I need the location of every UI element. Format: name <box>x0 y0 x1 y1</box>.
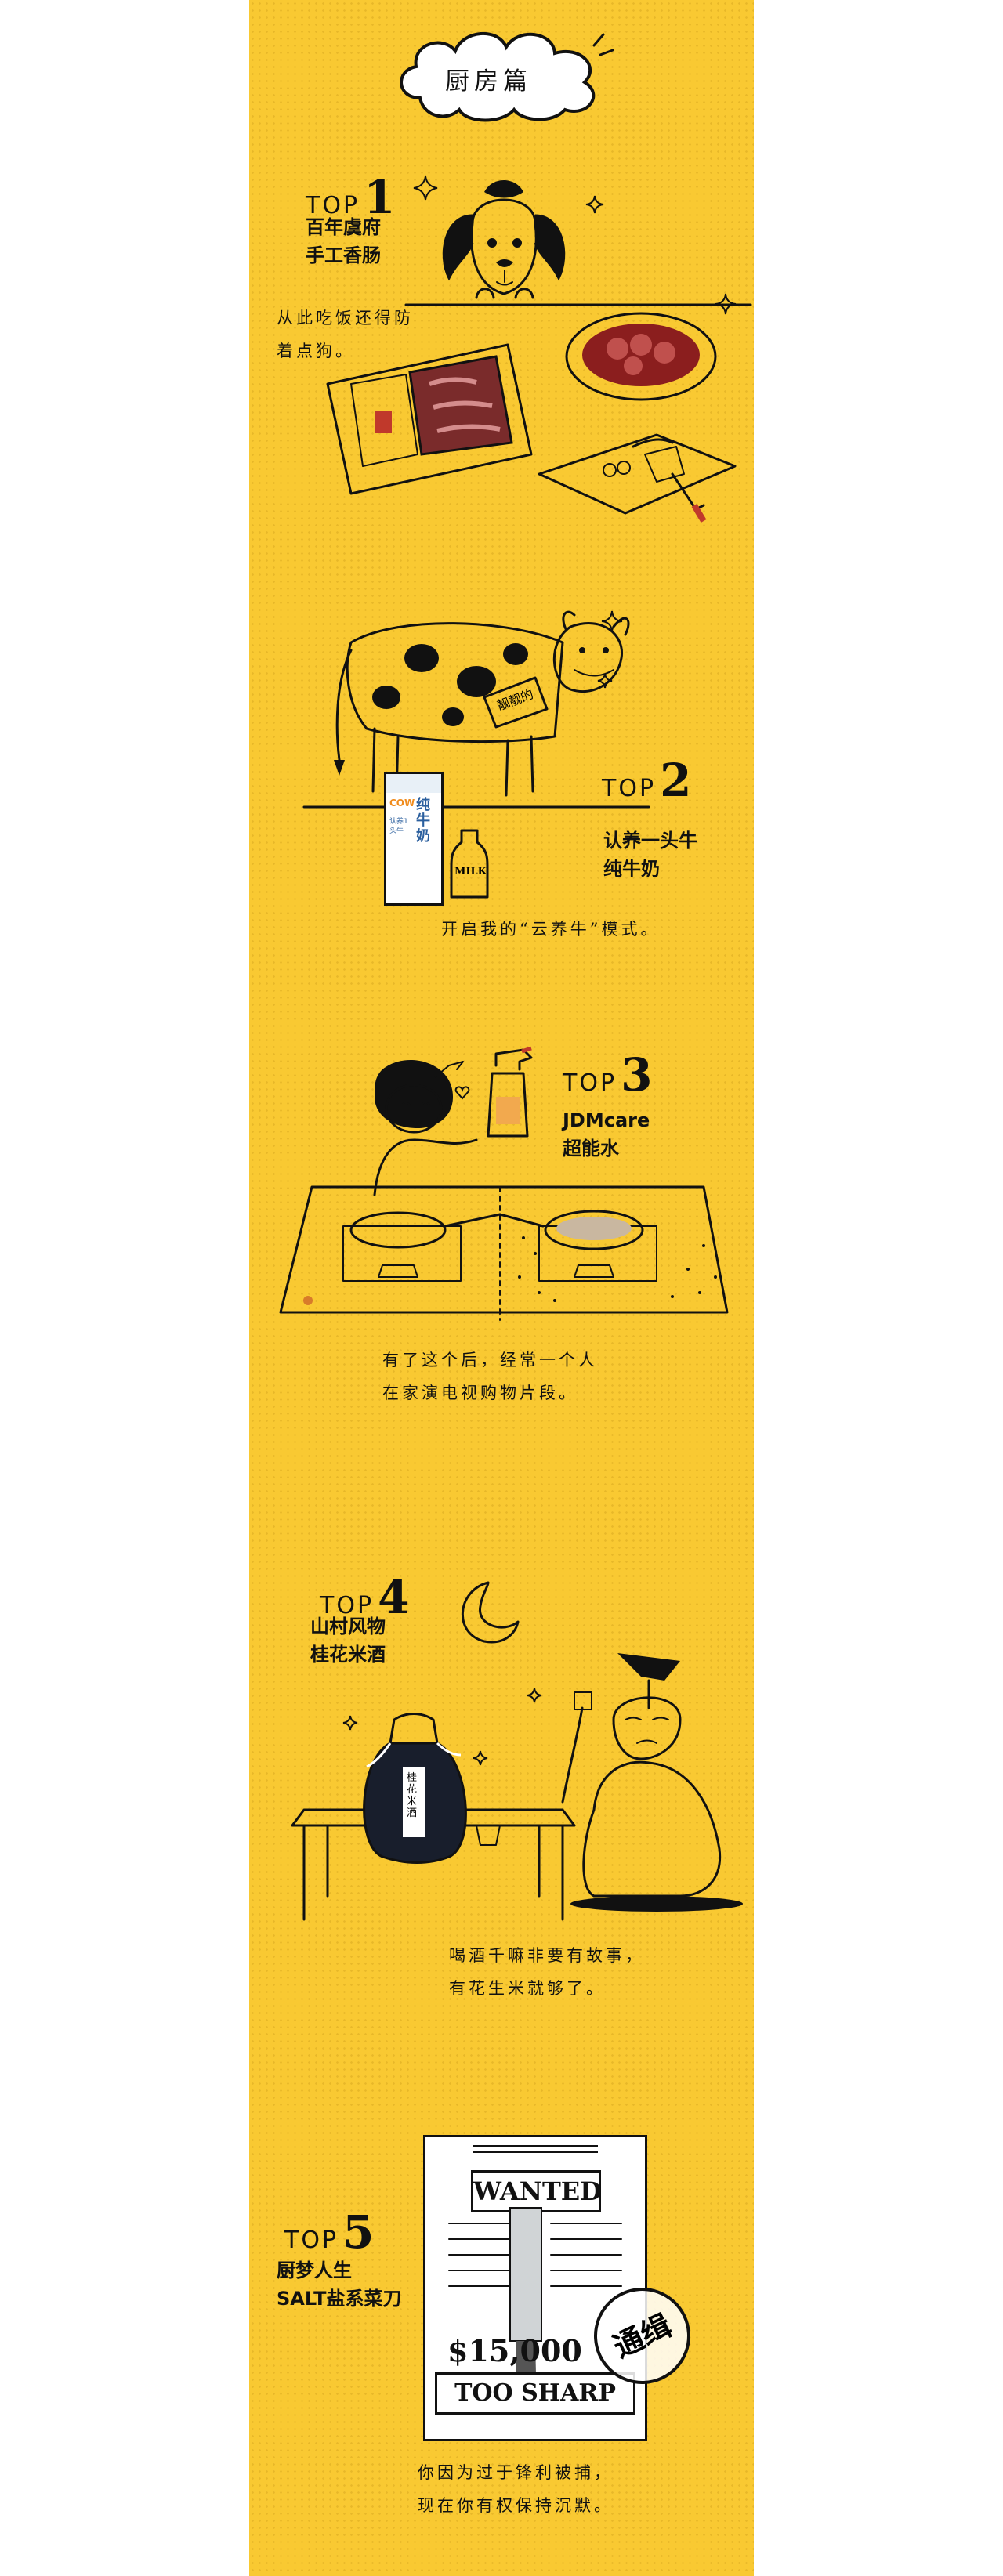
top-label: TOP <box>563 1069 617 1097</box>
product-name-line2: 手工香肠 <box>306 244 381 266</box>
caption-line2: 在家演电视购物片段。 <box>382 1384 578 1402</box>
item-3-name: JDMcare 超能水 <box>563 1106 650 1163</box>
top-number: 4 <box>378 1571 410 1624</box>
stove-illustration <box>279 1185 729 1321</box>
item-2-heading: TOP 2 <box>602 754 691 807</box>
sparkle-icon <box>527 1688 542 1703</box>
item-2-caption: 开启我的“云养牛”模式。 <box>441 913 660 946</box>
sausage-plate-illustration <box>565 312 717 401</box>
sparkle-icon <box>342 1715 358 1731</box>
sparkle-icon <box>597 673 613 689</box>
product-name-line1: 百年虞府 <box>306 216 381 238</box>
sparkle-icon <box>585 195 604 214</box>
item-5-caption: 你因为过于锋利被捕， 现在你有权保持沉默。 <box>418 2456 614 2522</box>
item-3-caption: 有了这个后，经常一个人 在家演电视购物片段。 <box>382 1344 598 1409</box>
item-2-name: 认养一头牛 纯牛奶 <box>603 827 697 883</box>
wanted-poster: WANTED $15,000 TOO SHARP <box>423 2135 647 2441</box>
caption-line1: 你因为过于锋利被捕， <box>418 2463 614 2482</box>
heart-icon <box>454 1086 470 1100</box>
moon-icon <box>462 1581 520 1644</box>
milk-box-text: 纯牛奶 <box>416 797 430 845</box>
cloud-shape <box>400 31 614 122</box>
wine-jar-label: 桂花米酒 <box>407 1772 418 1819</box>
top-number: 1 <box>364 171 396 224</box>
caption-line2: 着点狗。 <box>277 342 355 360</box>
sparkle-icon <box>601 610 623 632</box>
dirt-specks <box>518 1236 717 1302</box>
counter-line <box>404 303 752 306</box>
wanted-title: WANTED <box>473 2176 602 2206</box>
milk-box-brand: COW <box>389 798 415 809</box>
milk-bottle-label: MILK <box>454 866 487 877</box>
top-label: TOP <box>320 1592 375 1619</box>
top-label: TOP <box>306 192 360 219</box>
caption-line1: 有了这个后，经常一个人 <box>382 1351 598 1369</box>
item-1-heading: TOP 1 <box>306 171 395 224</box>
item-4-name: 山村风物 桂花米酒 <box>310 1612 386 1669</box>
hand-icon <box>434 1061 464 1078</box>
top-label: TOP <box>284 2227 339 2254</box>
caption-line2: 现在你有权保持沉默。 <box>418 2496 614 2515</box>
cow-illustration <box>302 610 650 809</box>
sparkle-icon <box>413 175 438 201</box>
man-illustration <box>561 1653 743 1912</box>
item-1-name: 百年虞府 手工香肠 <box>306 213 381 270</box>
caption-line1: 从此吃饭还得防 <box>277 309 414 327</box>
yellow-content-strip: 厨房篇 TOP 1 百年虞府 手工香肠 从此吃饭还得防 着点狗。 <box>249 0 754 2576</box>
cow-sign <box>483 676 549 729</box>
cup-icon <box>476 1825 501 1846</box>
wanted-price: $15,000 <box>447 2333 582 2368</box>
top-number: 3 <box>621 1048 653 1102</box>
product-name-line2: 桂花米酒 <box>310 1644 386 1666</box>
milk-box-sub: 认养1头牛 <box>389 818 408 835</box>
product-name-line2: 超能水 <box>563 1138 619 1160</box>
product-name-line2: SALT盐系菜刀 <box>277 2288 402 2310</box>
table-illustration <box>291 1808 576 1921</box>
milk-box: COW 纯牛奶 认养1头牛 <box>384 772 444 906</box>
caption-line1: 喝酒千嘛非要有故事， <box>449 1946 645 1965</box>
text-lines <box>448 2223 622 2287</box>
cutting-board-illustration <box>538 433 737 523</box>
sparkle-icon <box>715 293 737 315</box>
top-number: 5 <box>342 2205 375 2259</box>
product-name-line1: JDMcare <box>563 1109 650 1131</box>
item-1-caption: 从此吃饭还得防 着点狗。 <box>277 302 414 367</box>
girl-illustration <box>373 1059 478 1196</box>
item-5-heading: TOP 5 <box>284 2205 374 2259</box>
product-name-line2: 纯牛奶 <box>603 858 660 880</box>
spray-bottle-illustration <box>487 1046 533 1138</box>
item-4-heading: TOP 4 <box>320 1571 409 1624</box>
product-name-line1: 认养一头牛 <box>603 830 697 852</box>
item-5-name: 厨梦人生 SALT盐系菜刀 <box>277 2256 402 2313</box>
sparkle-icon <box>473 1750 488 1766</box>
item-3-heading: TOP 3 <box>563 1048 652 1102</box>
milk-bottle-illustration <box>450 829 489 899</box>
top-number: 2 <box>660 754 692 807</box>
top-label: TOP <box>602 775 657 802</box>
product-name-line1: 山村风物 <box>310 1615 386 1637</box>
wanted-title-box: WANTED <box>471 2170 602 2212</box>
caption-line1: 开启我的“云养牛”模式。 <box>441 920 661 939</box>
item-4-caption: 喝酒千嘛非要有故事， 有花生米就够了。 <box>449 1939 645 2005</box>
header-cloud: 厨房篇 <box>389 24 616 125</box>
product-name-line1: 厨梦人生 <box>277 2259 352 2281</box>
page-title: 厨房篇 <box>445 67 532 96</box>
sausage-box-illustration <box>326 343 533 495</box>
caption-line2: 有花生米就够了。 <box>449 1979 606 1998</box>
dog-illustration <box>442 180 566 299</box>
wine-jar-illustration <box>363 1713 467 1864</box>
wanted-subtitle: TOO SHARP <box>454 2379 616 2407</box>
